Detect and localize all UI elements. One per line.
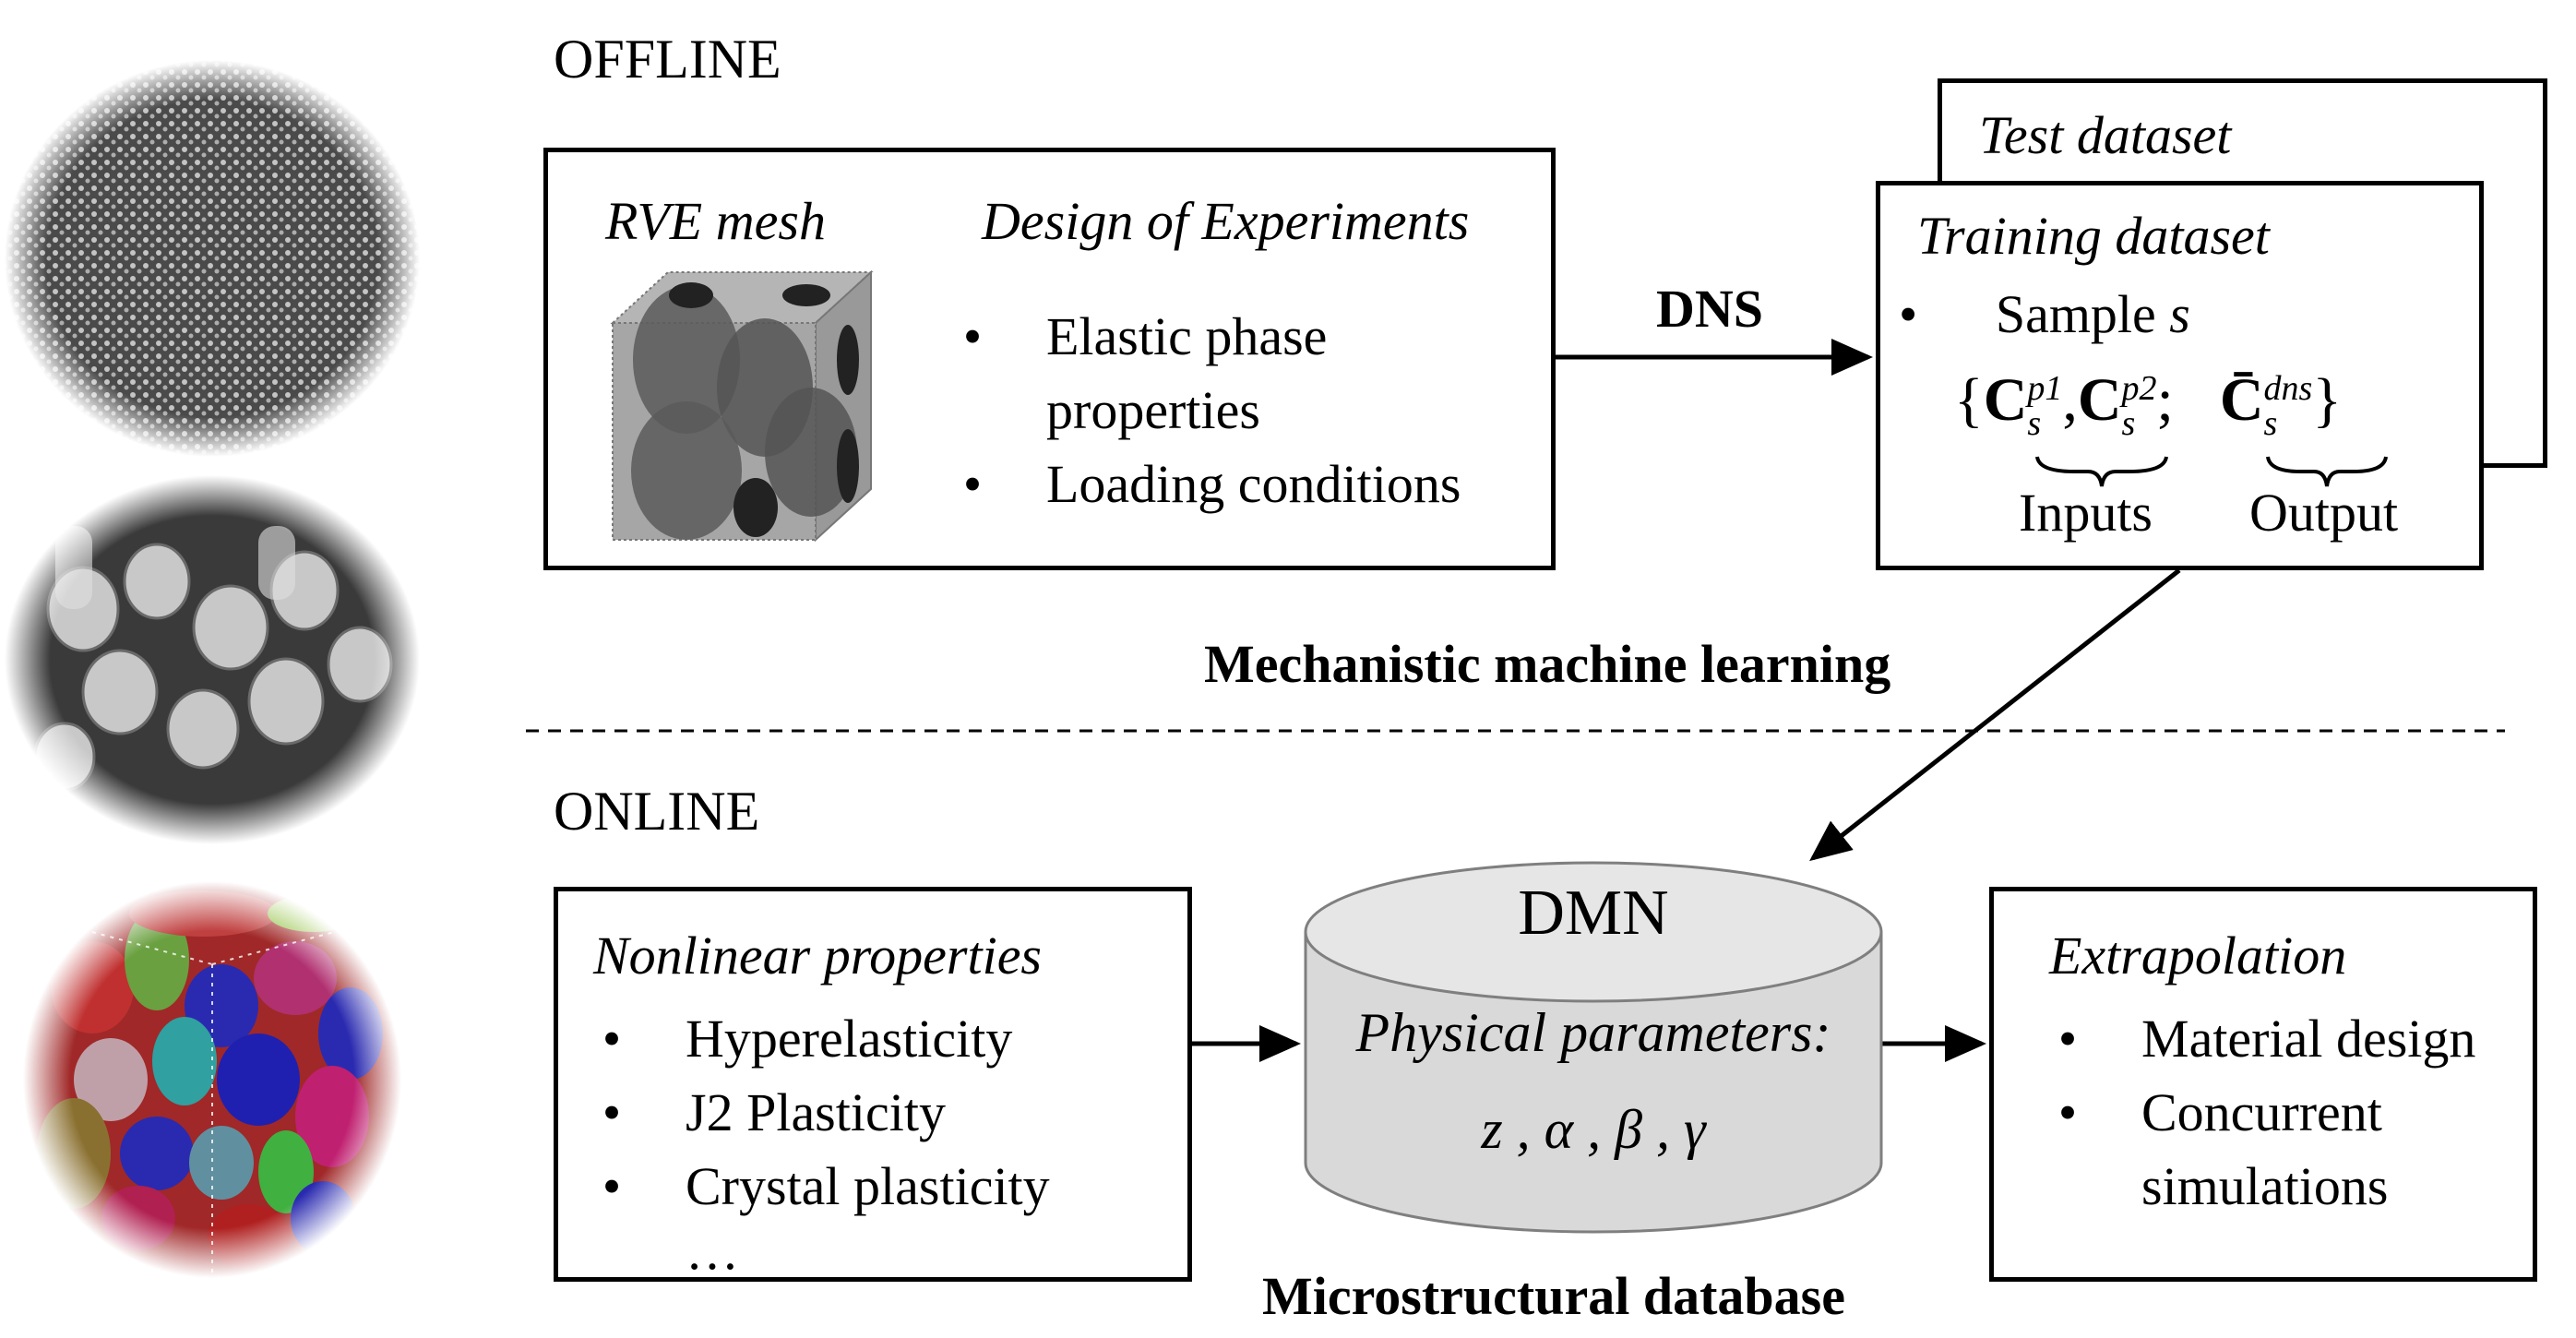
doe-title: Design of Experiments (982, 191, 1470, 251)
doe-item: •Loading conditions (954, 448, 1461, 521)
bullet-icon: • (2057, 1082, 2078, 1142)
dmn-subtitle: Physical parameters: (1355, 1002, 1831, 1063)
fiber-micrograph-image (0, 471, 424, 849)
offline-box: RVE mesh Design of Experiments •Elastic … (543, 148, 1556, 570)
list-item: •Concurrent (2049, 1076, 2475, 1150)
doe-item: •Elastic phase properties (954, 300, 1461, 448)
dmn-params: z , α , β , γ (1481, 1099, 1706, 1160)
training-dataset-title: Training dataset (1917, 206, 2270, 266)
mechanistic-ml-label: Mechanistic machine learning (1204, 634, 1891, 694)
list-item: •Crystal plasticity (593, 1150, 1050, 1224)
bullet-icon: • (2057, 1009, 2078, 1069)
nonlinear-properties-list: •Hyperelasticity •J2 Plasticity •Crystal… (593, 1002, 1050, 1224)
list-item: •J2 Plasticity (593, 1076, 1050, 1150)
bullet-icon: • (1899, 284, 1918, 344)
sample-item: • Sample s (1899, 284, 2190, 344)
dmn-cylinder-icon (1304, 861, 1883, 1234)
dmn-title: DMN (1518, 878, 1669, 949)
output-label: Output (2249, 483, 2399, 543)
nonlinear-properties-title: Nonlinear properties (593, 926, 1043, 986)
rve-mesh-icon (610, 269, 874, 543)
rve-mesh-title: RVE mesh (605, 191, 826, 251)
ellipsis: … (686, 1221, 739, 1281)
extrapolation-list: •Material design •Concurrent simulations (2049, 1002, 2476, 1224)
bullet-icon: • (962, 454, 983, 514)
particle-micrograph-image (5, 60, 420, 457)
bullet-icon: • (602, 1082, 622, 1142)
online-label: ONLINE (554, 781, 760, 842)
polycrystal-cube-image (18, 877, 406, 1283)
test-dataset-title: Test dataset (1979, 105, 2232, 165)
offline-label: OFFLINE (554, 29, 781, 90)
nonlinear-properties-box: Nonlinear properties •Hyperelasticity •J… (554, 887, 1192, 1282)
dns-label: DNS (1656, 279, 1764, 339)
list-item: •Hyperelasticity (593, 1002, 1050, 1076)
inputs-underbrace-icon (2035, 456, 2168, 487)
bullet-icon: • (602, 1009, 622, 1069)
inputs-label: Inputs (2019, 483, 2153, 543)
dmn-caption: Microstructural database (1262, 1266, 1845, 1326)
bullet-icon: • (962, 306, 983, 366)
extrapolation-title: Extrapolation (2049, 926, 2347, 986)
underbrace-icons (2035, 456, 2388, 487)
doe-list: •Elastic phase properties •Loading condi… (954, 300, 1461, 521)
output-underbrace-icon (2266, 456, 2388, 487)
training-to-dmn-arrow (1809, 568, 2181, 862)
extrapolation-box: Extrapolation •Material design •Concurre… (1989, 887, 2537, 1282)
bullet-icon: • (602, 1156, 622, 1216)
list-item: •Material design (2049, 1002, 2476, 1076)
